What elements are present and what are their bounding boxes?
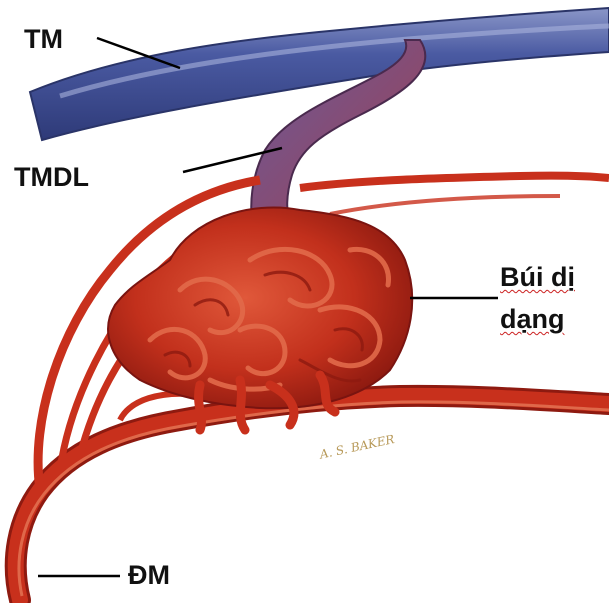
artery-branch [330,196,560,214]
label-dm: ĐM [128,560,170,591]
label-tm: TM [24,24,63,55]
label-tmdl: TMDL [12,160,99,211]
label-avm-line1: Búi dị [500,262,575,293]
label-avm-line2: dạng [500,304,565,335]
artery-branch [300,176,609,188]
feeder-artery [16,396,609,600]
avm-nidus [108,207,412,408]
artist-signature: A. S. BAKER [318,432,396,462]
